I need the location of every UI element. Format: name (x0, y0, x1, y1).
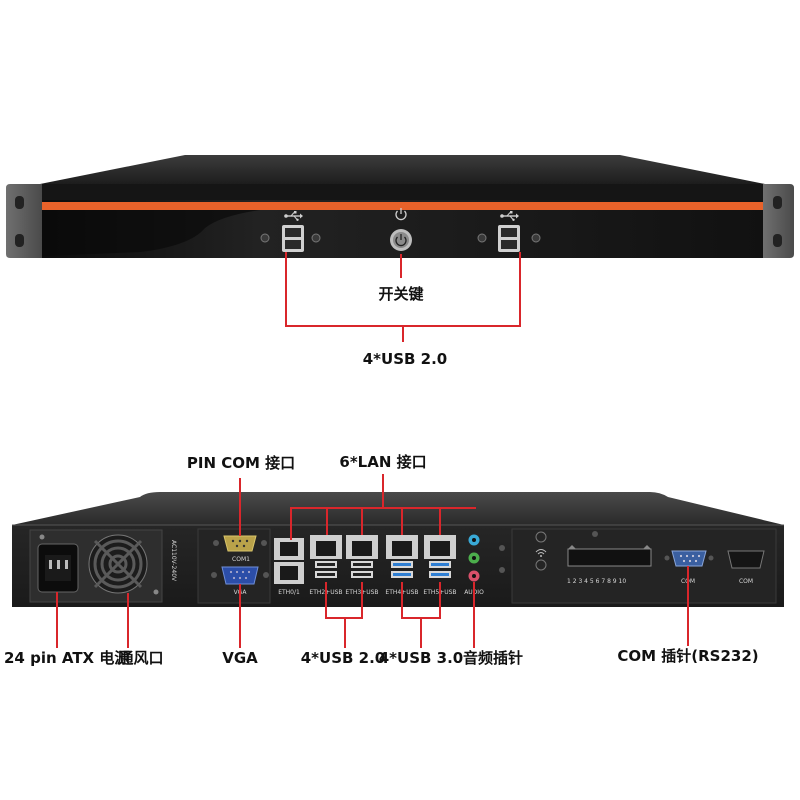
vga-port[interactable] (211, 566, 269, 585)
antenna-holes (535, 531, 547, 571)
atx-power-inlet[interactable] (37, 543, 79, 593)
power-button-label: 开关键 (378, 285, 424, 303)
expansion-slot[interactable] (567, 545, 652, 567)
vent-label: 通风口 (118, 649, 164, 667)
rear-callout-lines (56, 474, 689, 648)
eth4-usb-port[interactable] (386, 535, 418, 578)
front-panel (6, 155, 794, 342)
vga-label: VGA (222, 649, 258, 667)
eth2-usb-port[interactable] (310, 535, 342, 578)
front-usb-right[interactable] (477, 225, 541, 252)
pin-com-label: PIN COM 接口 (186, 454, 296, 472)
eth3-usb-port[interactable] (346, 535, 378, 578)
front-chassis-top (40, 155, 765, 184)
psu-voltage-label: AC110V-240V (170, 540, 177, 582)
usb3-label: 4*USB 3.0 (378, 649, 464, 667)
front-orange-stripe (42, 202, 763, 210)
atx-power-label: 24 pin ATX 电源 (4, 649, 130, 667)
com-rs232-port[interactable] (664, 550, 714, 567)
power-button[interactable] (390, 229, 412, 251)
front-left-rack-ear (6, 184, 42, 258)
audio-jacks[interactable] (468, 534, 480, 582)
power-icon (395, 208, 407, 221)
wifi-icon (535, 549, 547, 557)
front-usb-label: 4*USB 2.0 (362, 350, 448, 368)
com-port-cutout (727, 550, 765, 569)
lan-label: 6*LAN 接口 (339, 453, 427, 471)
usb-icon (284, 211, 303, 221)
vent-fan (88, 534, 148, 594)
rear-panel: AC110V-240V COM1 VGA (12, 474, 784, 648)
usb-icon (500, 211, 519, 221)
usb2-label: 4*USB 2.0 (300, 649, 386, 667)
com-rs232-label: COM 插针(RS232) (617, 647, 759, 665)
eth5-usb-port[interactable] (424, 535, 456, 578)
front-usb-left[interactable] (260, 225, 321, 252)
audio-label: 音频插针 (462, 649, 524, 667)
com-port-label-b: COM (739, 578, 753, 585)
pin-com-port[interactable] (213, 535, 267, 552)
com1-label: COM1 (232, 556, 250, 563)
eth01-label: ETH0/1 (278, 589, 300, 596)
slot-numbers: 1 2 3 4 5 6 7 8 9 10 (567, 578, 626, 585)
front-callout-lines (285, 252, 521, 342)
front-right-rack-ear (763, 184, 794, 258)
eth01-ports[interactable] (274, 538, 304, 584)
